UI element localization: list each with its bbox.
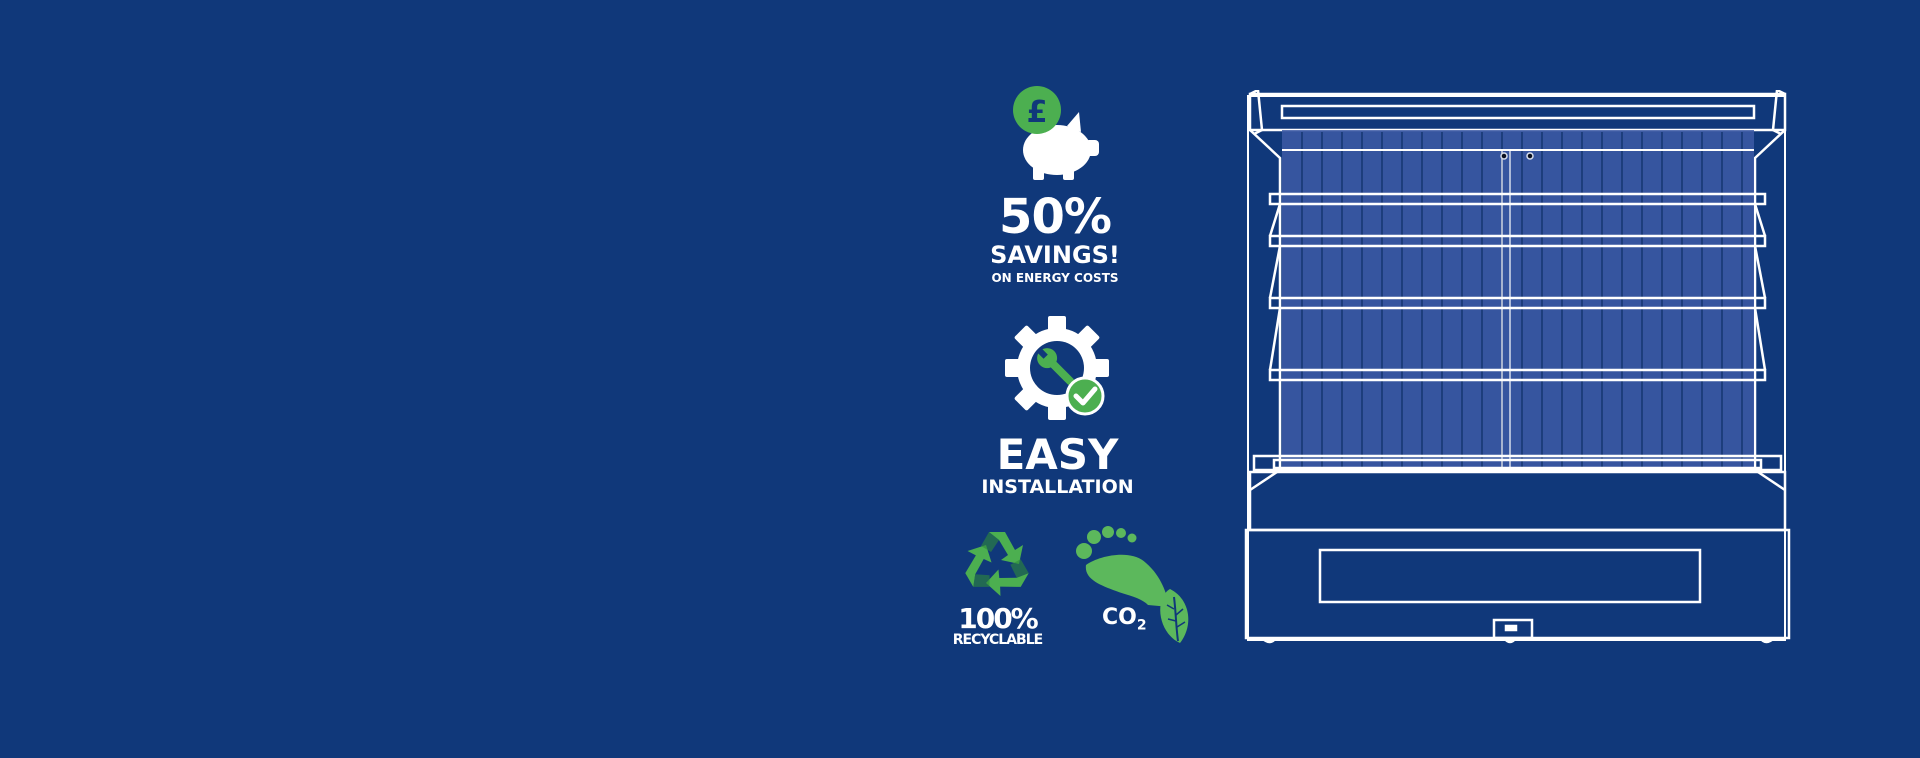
recyclable-feature: 100% RECYCLABLE <box>950 528 1045 648</box>
footprint-leaf-icon <box>1076 526 1189 643</box>
savings-value: 50% <box>999 189 1112 245</box>
recycle-icon <box>965 532 1029 597</box>
recyclable-label: RECYCLABLE <box>952 632 1043 648</box>
savings-subtitle: ON ENERGY COSTS <box>991 271 1119 285</box>
pound-symbol: £ <box>1027 95 1048 130</box>
savings-feature: £ 50% SAVINGS! ON ENERGY COSTS <box>975 82 1135 286</box>
display-fridge-illustration <box>1244 90 1791 644</box>
co2-feature: CO2 <box>1070 525 1195 645</box>
installation-feature: EASY INSTALLATION <box>965 314 1150 498</box>
co2-label: CO2 <box>1102 605 1147 634</box>
glass-panel <box>1282 130 1754 470</box>
savings-title: SAVINGS! <box>990 241 1120 269</box>
gear-wrench-check-icon <box>1005 316 1109 420</box>
recyclable-value: 100% <box>958 602 1039 635</box>
piggy-bank-icon: £ <box>1013 86 1099 180</box>
installation-subtitle: INSTALLATION <box>981 476 1134 498</box>
installation-title: EASY <box>996 430 1119 479</box>
